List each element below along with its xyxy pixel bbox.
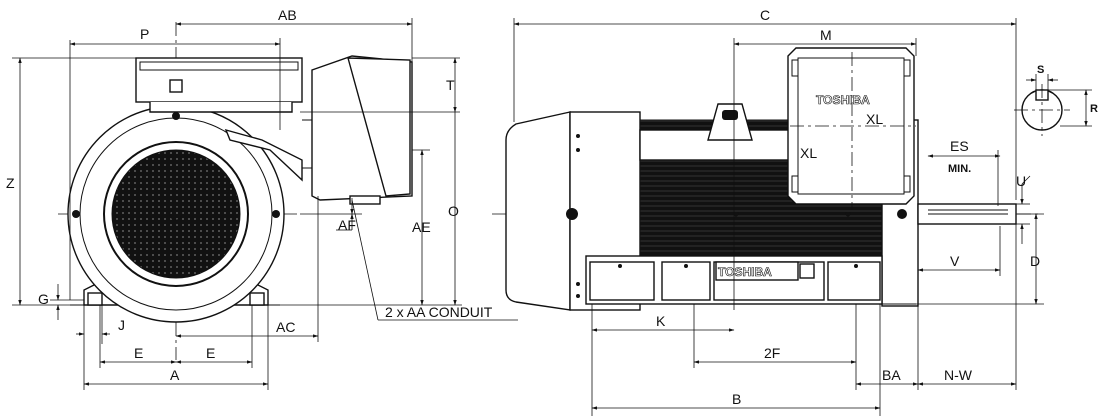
label-XL-top: XL — [866, 111, 883, 127]
shaft-detail: S R — [1014, 64, 1098, 136]
front-foot-left — [87, 292, 103, 306]
label-2F: 2F — [764, 345, 780, 361]
label-conduit: 2 x AA CONDUIT — [385, 304, 493, 320]
label-AF: AF — [338, 217, 356, 233]
label-G: G — [38, 291, 49, 307]
label-ES: ES — [950, 138, 969, 154]
brand-top: TOSHIBA — [816, 93, 870, 107]
label-A: A — [170, 367, 180, 383]
label-D: D — [1030, 253, 1040, 269]
brand-base: TOSHIBA — [718, 265, 772, 279]
front-fan-cover-ring — [103, 141, 249, 287]
label-AE: AE — [412, 219, 431, 235]
side-lifting-lug — [707, 103, 753, 141]
label-M: M — [820, 27, 832, 43]
label-K: K — [656, 313, 666, 329]
front-view: P AB T Z O AE AF 2 x AA CONDUIT — [6, 7, 518, 390]
label-B: B — [732, 391, 741, 407]
label-AC: AC — [276, 319, 295, 335]
front-foot-right — [249, 292, 265, 306]
label-V: V — [950, 253, 960, 269]
label-P: P — [140, 26, 149, 42]
label-C: C — [760, 7, 770, 23]
label-E-left: E — [134, 345, 143, 361]
label-R: R — [1090, 103, 1098, 115]
front-terminal-box — [135, 57, 303, 103]
label-S: S — [1037, 64, 1044, 76]
label-J: J — [118, 317, 125, 333]
label-T: T — [446, 77, 455, 93]
side-view: TOSHIBA TOSHIBA C M XL XL — [492, 7, 1044, 416]
side-fan-cover — [505, 111, 571, 311]
label-E-right: E — [206, 345, 215, 361]
front-fan-grill — [111, 149, 241, 279]
label-N-W: N-W — [944, 367, 973, 383]
label-O: O — [448, 203, 459, 219]
label-Z: Z — [6, 175, 15, 191]
label-U: U — [1016, 173, 1026, 189]
label-XL-side: XL — [800, 145, 817, 161]
label-BA: BA — [882, 367, 901, 383]
label-min: MIN. — [948, 163, 971, 175]
label-AB: AB — [278, 7, 297, 23]
